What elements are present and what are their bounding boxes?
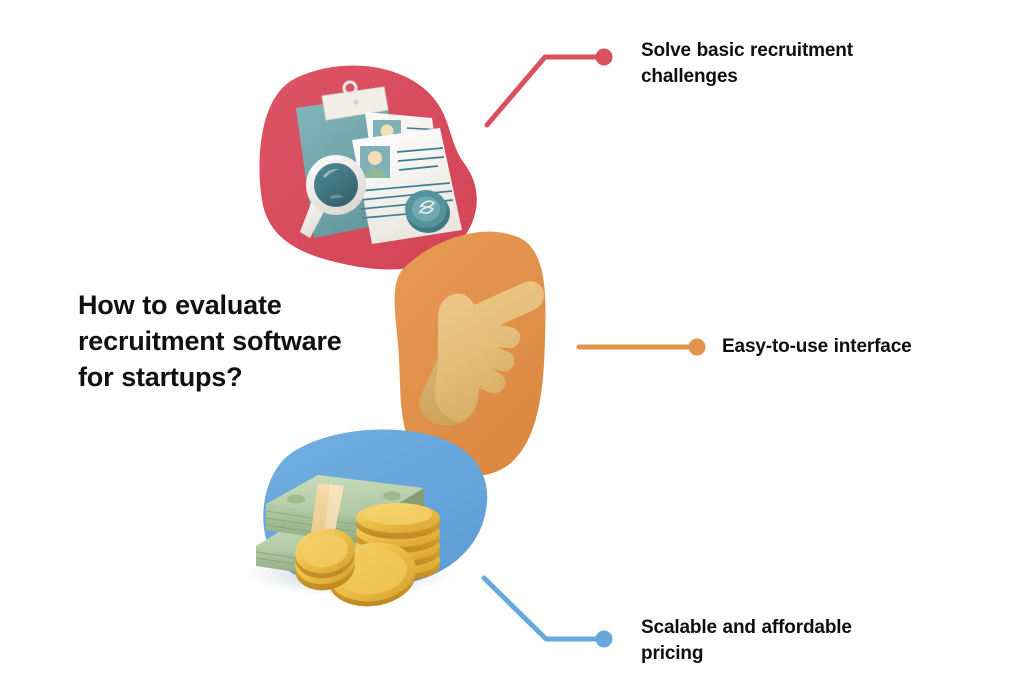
magnifier-glint-small: [330, 194, 344, 199]
pointing-hand-shade: [418, 352, 462, 426]
illustration-cash-and-coins: [245, 429, 488, 607]
resume-front-avatar-body: [364, 168, 386, 178]
callout-label-easy-to-use-interface: Easy-to-use interface: [722, 336, 912, 357]
page-title: How to evaluate recruitment software for…: [78, 290, 342, 392]
illustration-resume-documents-magnifier: [259, 65, 477, 270]
callout-label-scalable-and-affordable-pricing: Scalable and affordable pricing: [641, 617, 852, 664]
connector-middle-dot: [688, 338, 706, 356]
illustration-pointing-hand: [394, 231, 546, 477]
magnifying-glass-icon: [300, 155, 366, 238]
connector-middle: [576, 338, 706, 356]
connector-bottom: [481, 575, 613, 648]
connector-top-dot: [595, 48, 613, 66]
magnifier-glint: [323, 168, 339, 178]
pointing-hand-shape: [418, 281, 544, 426]
magnifier-lens: [314, 163, 358, 207]
coin-leaning-left: [295, 528, 355, 591]
resume-front-avatar-head: [368, 151, 382, 165]
bill-seal-right: [383, 491, 401, 501]
connector-top: [484, 48, 613, 128]
callout-label-solve-basic-recruitment-challenges: Solve basic recruitment challenges: [641, 40, 853, 87]
paperclip-holder-well: [412, 196, 440, 222]
clipboard-clip-ring: [342, 80, 358, 96]
clipboard-clip-stud: [353, 99, 359, 105]
connector-bottom-dot: [595, 630, 613, 648]
connector-bottom-line: [481, 575, 599, 642]
resume-back-avatar-head: [380, 124, 394, 138]
bill-seal-left: [287, 494, 305, 504]
connector-top-line: [484, 54, 599, 128]
paperclip-holder: [405, 190, 450, 233]
paperclips: [418, 200, 436, 214]
